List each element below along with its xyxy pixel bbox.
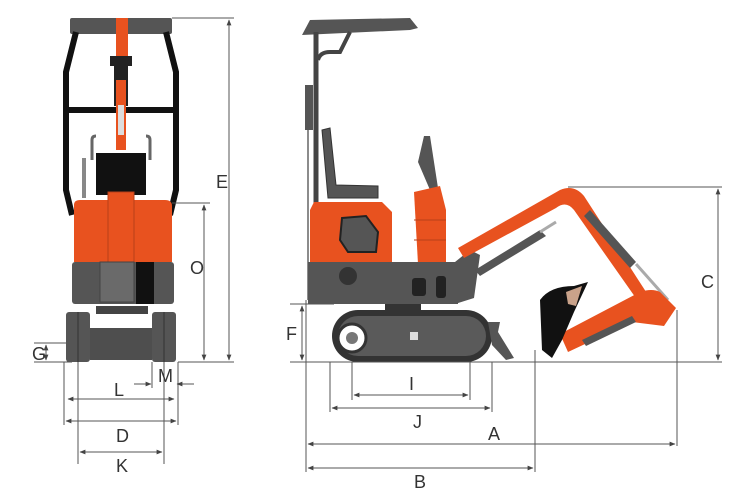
control-lever <box>418 136 438 190</box>
label-I: I <box>409 374 414 394</box>
front-view: E O G M L D K <box>32 17 234 476</box>
label-O: O <box>190 258 204 278</box>
canopy-side <box>302 18 418 35</box>
dozer-blade <box>488 322 514 360</box>
label-E: E <box>216 172 228 192</box>
boom-pillar <box>414 186 446 264</box>
label-A: A <box>488 424 500 444</box>
arm-side <box>560 290 676 352</box>
label-M: M <box>158 366 173 386</box>
seat <box>321 127 379 199</box>
side-dimensions <box>290 186 722 472</box>
side-view: C F I J A B <box>286 18 722 492</box>
bucket-front <box>96 153 146 195</box>
boom-front <box>116 18 128 58</box>
label-L: L <box>114 380 124 400</box>
label-K: K <box>116 456 128 476</box>
label-D: D <box>116 426 129 446</box>
bucket-side <box>540 282 588 358</box>
label-G: G <box>32 344 46 364</box>
label-F: F <box>286 324 297 344</box>
label-J: J <box>413 412 422 432</box>
label-C: C <box>701 272 714 292</box>
cab-window <box>338 214 380 253</box>
front-dimensions <box>34 17 234 464</box>
upper-frame <box>308 262 458 304</box>
rops-frame <box>63 31 79 216</box>
label-B: B <box>414 472 426 492</box>
